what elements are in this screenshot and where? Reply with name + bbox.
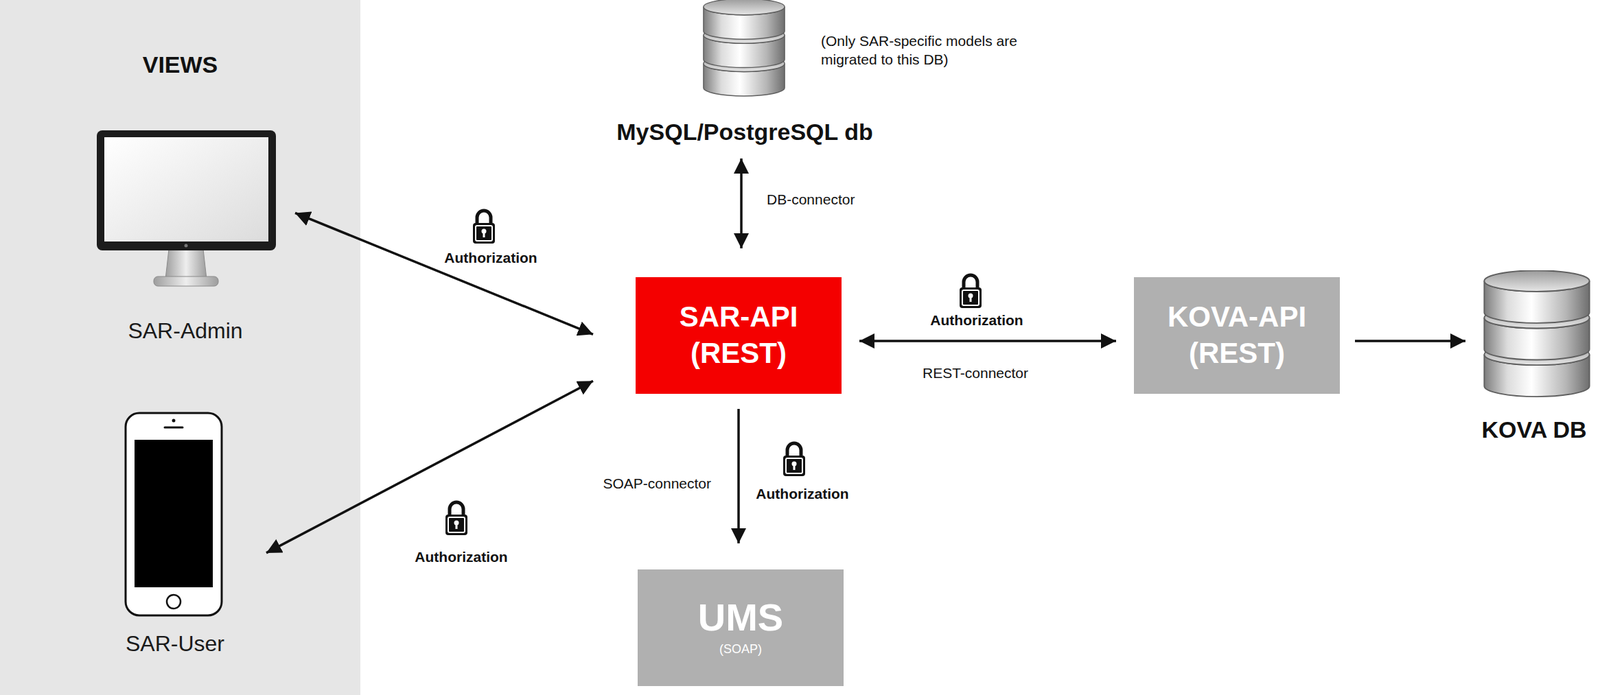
node-label: SAR-User xyxy=(125,630,225,657)
monitor-icon xyxy=(96,130,276,287)
box-label: UMS xyxy=(698,598,784,637)
views-panel-ground xyxy=(0,0,361,695)
api-box: SAR-API (REST) xyxy=(635,277,842,394)
database-icon xyxy=(703,0,785,97)
edge-label: DB-connector xyxy=(763,190,858,209)
database-node: KOVA DB xyxy=(1472,267,1596,450)
box-label: (SOAP) xyxy=(719,642,762,658)
connector-arrow xyxy=(737,409,740,544)
monitor-stand xyxy=(165,249,207,280)
node-label: SAR-Admin xyxy=(127,317,243,344)
view-node: SAR-User xyxy=(89,408,261,663)
phone-icon xyxy=(125,413,222,616)
service-box: UMS (SOAP) xyxy=(637,569,844,687)
phone-home-button xyxy=(166,595,181,609)
views-panel: VIEWS SAR-AdminSAR-User xyxy=(0,0,361,695)
edge-label: SOAP-connector xyxy=(599,474,714,493)
monitor-base xyxy=(153,276,219,287)
lock-icon xyxy=(472,210,495,244)
view-node: SAR-Admin xyxy=(82,126,289,354)
api-box: KOVA-API (REST) xyxy=(1133,277,1340,394)
lock-icon xyxy=(959,275,982,309)
edge-annotation: Authorization xyxy=(752,483,852,504)
database-node: MySQL/PostgreSQL db xyxy=(604,0,886,155)
lock-icon xyxy=(783,443,806,477)
monitor-screen xyxy=(104,137,269,242)
panel-heading: VIEWS xyxy=(142,50,219,79)
box-label: KOVA-API (REST) xyxy=(1154,299,1320,373)
box-label: SAR-API (REST) xyxy=(656,299,821,373)
edge-annotation: Authorization xyxy=(927,310,1026,331)
lock-icon xyxy=(445,502,468,536)
phone-screen xyxy=(134,439,213,588)
edge-label: Authorization xyxy=(441,249,540,268)
monitor-frame xyxy=(96,130,276,251)
edge-label: Authorization xyxy=(411,548,510,567)
node-label: KOVA DB xyxy=(1481,415,1587,445)
phone-camera xyxy=(172,419,176,423)
node-label: MySQL/PostgreSQL db xyxy=(616,118,873,147)
connector-arrow xyxy=(859,339,1117,343)
monitor-logo xyxy=(184,244,189,248)
connector-arrow xyxy=(266,380,594,554)
connector-arrow xyxy=(295,212,594,335)
phone-speaker xyxy=(164,426,183,430)
connector-arrow xyxy=(739,158,743,249)
connector-arrow xyxy=(1354,339,1466,343)
edge-label: REST-connector xyxy=(919,364,1031,383)
db-note: (Only SAR-specific models are migrated t… xyxy=(818,30,1030,71)
database-icon xyxy=(1483,270,1590,397)
phone-body xyxy=(125,413,222,616)
